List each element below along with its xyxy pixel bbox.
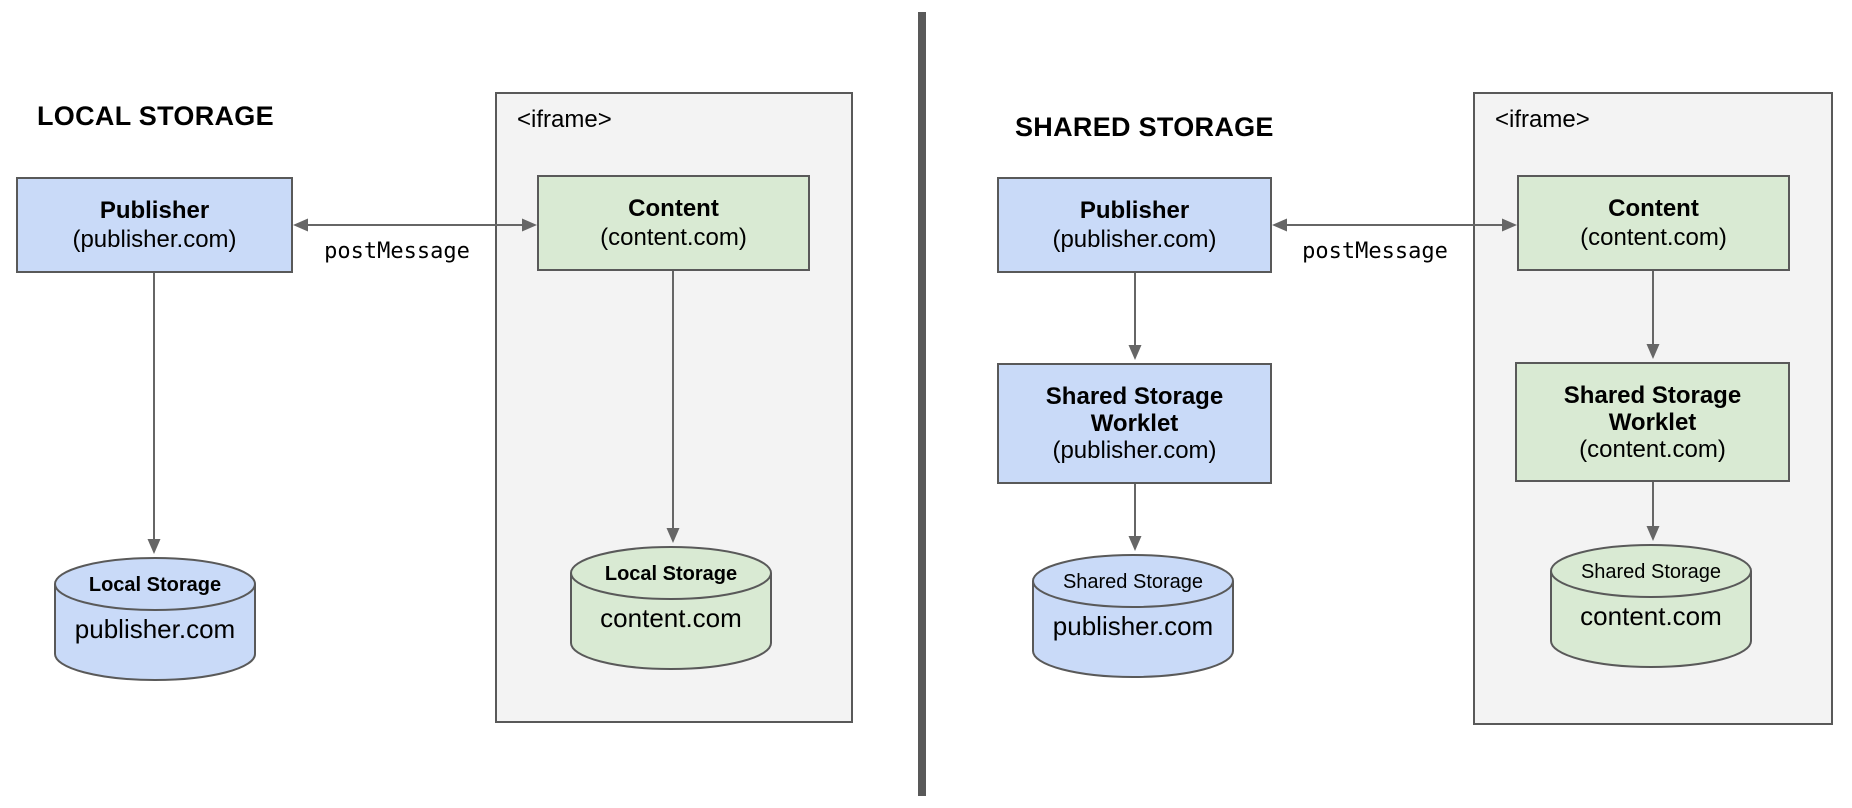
panel-divider	[918, 12, 926, 796]
shared-content-storage-label: Shared Storage	[1580, 561, 1722, 583]
cylinder-shape	[570, 546, 772, 670]
local-iframe-label: <iframe>	[517, 106, 612, 133]
local-publisher-storage-domain: publisher.com	[74, 614, 236, 644]
cylinder-shape	[1032, 554, 1234, 678]
shared-storage-title: SHARED STORAGE	[1015, 112, 1274, 142]
cylinder-shape	[54, 557, 256, 681]
local-publisher-to-storage-arrow	[147, 273, 161, 554]
shared-publisher-worklet-domain: (publisher.com)	[1052, 437, 1217, 464]
local-content-box: Content (content.com)	[537, 175, 810, 271]
shared-content-box: Content (content.com)	[1517, 175, 1790, 271]
shared-publisher-domain: (publisher.com)	[1052, 226, 1217, 253]
shared-publisher-worklet-to-storage-arrow	[1128, 484, 1142, 551]
shared-publisher-worklet-box: Shared Storage Worklet (publisher.com)	[997, 363, 1272, 484]
local-publisher-storage-label: Local Storage	[88, 574, 222, 596]
shared-content-name: Content	[1608, 195, 1699, 222]
shared-publisher-box: Publisher (publisher.com)	[997, 177, 1272, 273]
local-publisher-domain: (publisher.com)	[72, 226, 237, 253]
shared-content-domain: (content.com)	[1580, 224, 1727, 251]
shared-publisher-to-worklet-arrow	[1128, 273, 1142, 360]
shared-content-worklet-box: Shared Storage Worklet (content.com)	[1515, 362, 1790, 482]
shared-publisher-storage-label: Shared Storage	[1062, 571, 1204, 593]
local-publisher-storage-cylinder: Local Storage publisher.com	[52, 556, 258, 682]
local-storage-title: LOCAL STORAGE	[37, 101, 274, 131]
local-postmessage-label: postMessage	[324, 239, 470, 264]
local-content-storage-label: Local Storage	[604, 563, 738, 585]
local-content-name: Content	[628, 195, 719, 222]
shared-publisher-name: Publisher	[1079, 197, 1190, 224]
shared-iframe-label: <iframe>	[1495, 106, 1590, 133]
local-content-storage-domain: content.com	[600, 603, 742, 633]
local-content-domain: (content.com)	[600, 224, 747, 251]
shared-publisher-worklet-name: Shared Storage Worklet	[1045, 383, 1224, 437]
local-publisher-name: Publisher	[99, 197, 210, 224]
shared-content-worklet-name: Shared Storage Worklet	[1563, 381, 1742, 436]
shared-publisher-storage-domain: publisher.com	[1052, 611, 1214, 641]
shared-content-storage-cylinder: Shared Storage content.com	[1548, 543, 1754, 669]
cylinder-shape	[1550, 544, 1752, 668]
local-content-storage-cylinder: Local Storage content.com	[568, 545, 774, 671]
shared-postmessage-label: postMessage	[1302, 239, 1448, 264]
shared-content-storage-domain: content.com	[1580, 601, 1722, 631]
shared-publisher-storage-cylinder: Shared Storage publisher.com	[1030, 553, 1236, 679]
shared-content-worklet-domain: (content.com)	[1579, 435, 1726, 463]
local-publisher-box: Publisher (publisher.com)	[16, 177, 293, 273]
